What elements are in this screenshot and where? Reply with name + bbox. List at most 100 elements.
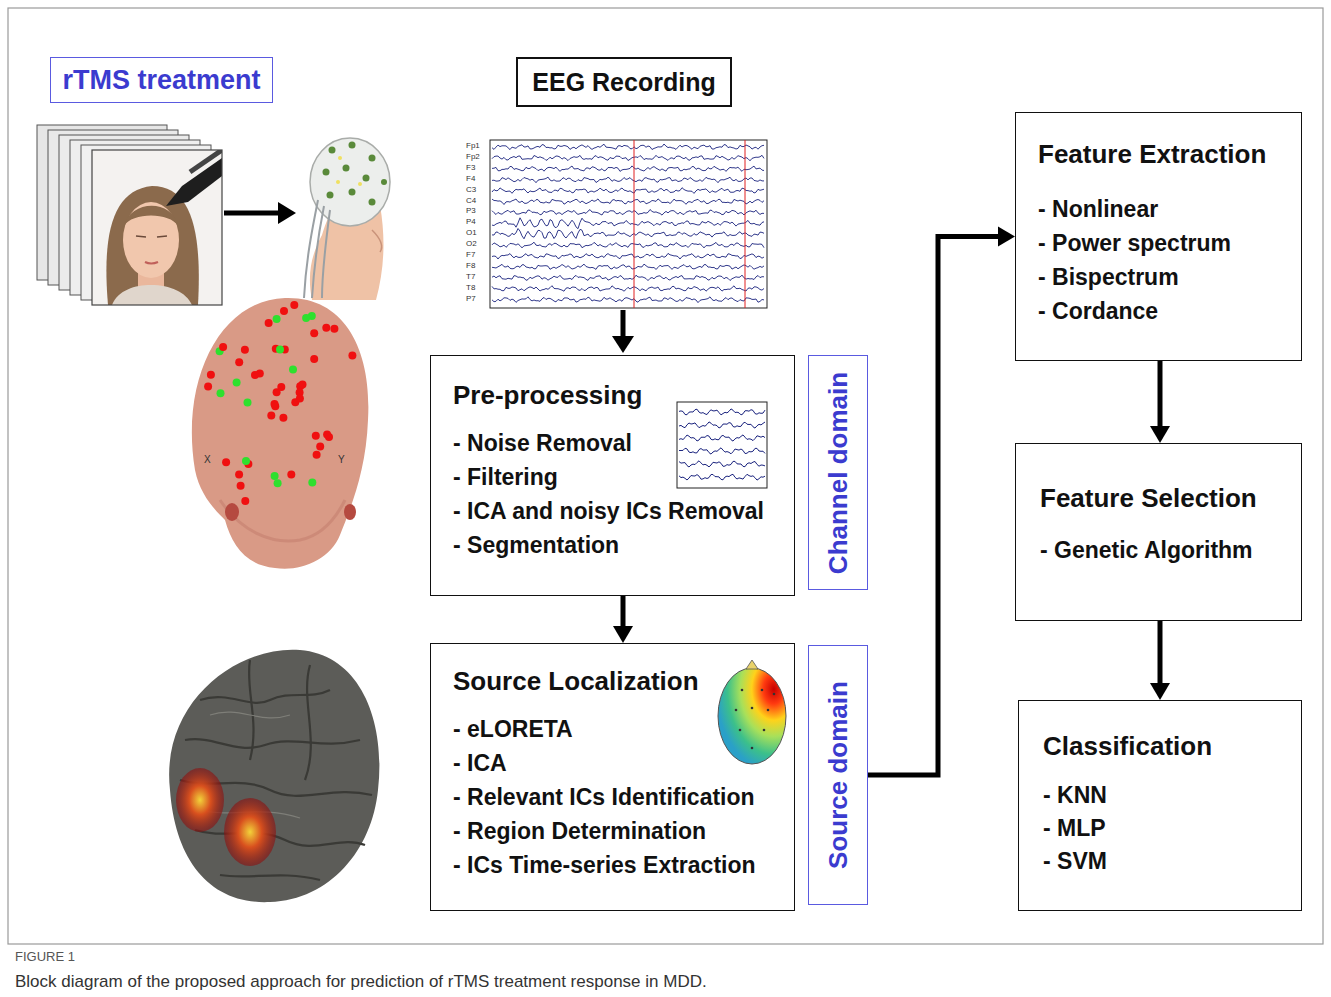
box-heading: Feature Selection — [1040, 481, 1257, 515]
text-row: - eLORETA — [453, 712, 794, 746]
head-electrode-model-part-part — [235, 470, 243, 478]
figure-frame — [8, 8, 1323, 944]
list-item: - Power spectrum — [1038, 226, 1231, 260]
process-box: Classification- KNN- MLP- SVM — [1018, 700, 1302, 911]
channel-label: O1 — [466, 229, 477, 237]
domain-tag: Channel domain — [808, 355, 868, 590]
eeg-trace-plot-part-part — [492, 297, 764, 303]
preprocessed-trace-inset-part-part — [679, 422, 765, 428]
channel-label: C3 — [466, 186, 476, 194]
head-electrode-model-part-part — [219, 343, 227, 351]
head-electrode-model-part-part — [235, 358, 243, 366]
scalp-topomap-inset-part — [718, 668, 786, 764]
scalp-topomap-inset-part-part — [773, 693, 776, 696]
axis-label: Y — [338, 455, 345, 465]
list-item: - Cordance — [1038, 294, 1158, 328]
head-electrode-model-part-part — [299, 380, 307, 388]
list-item: - Noise Removal — [453, 426, 632, 460]
list-item: - KNN — [1043, 779, 1107, 812]
eeg-trace-plot-part-part — [492, 188, 764, 194]
brain-source-map-part-part — [249, 660, 311, 780]
list-item: - ICA and noisy ICs Removal — [453, 494, 764, 528]
preprocessed-trace-inset-part-part — [679, 461, 765, 467]
eeg-cap-head-part-part — [369, 155, 376, 162]
flow-arrow — [612, 310, 634, 353]
photo-stack-part-part — [145, 262, 158, 264]
head-electrode-model-part-part — [276, 346, 284, 354]
scalp-topomap-inset-part-part — [751, 707, 754, 710]
box-heading: Source Localization — [453, 664, 699, 698]
head-electrode-model-part-part — [312, 432, 320, 440]
eeg-trace-plot-part-part — [492, 166, 764, 172]
photo-stack-part — [92, 150, 222, 305]
list-item: - Nonlinear — [1038, 192, 1158, 226]
domain-label: Channel domain — [823, 371, 854, 573]
brain-source-map-part-part — [200, 690, 330, 703]
head-electrode-model-part-part — [310, 329, 318, 337]
brain-source-map-part-part — [220, 875, 320, 880]
eeg-trace-plot-part-part — [492, 144, 764, 150]
head-electrode-model-part-part — [207, 371, 215, 379]
head-electrode-model-part-part — [323, 431, 331, 439]
photo-stack-part-part — [190, 150, 222, 172]
flow-arrow-part — [621, 310, 626, 338]
photo-stack — [37, 125, 222, 308]
text-row: - Genetic Algorithm — [1040, 533, 1301, 567]
channel-label: P4 — [466, 218, 476, 226]
eeg-cap-head-part-part — [338, 156, 342, 160]
eeg-cap-head-part-part — [336, 180, 340, 184]
flow-line — [868, 237, 1000, 776]
text-row: - ICA and noisy ICs Removal — [453, 494, 794, 528]
eeg-trace-plot-part-part — [492, 177, 764, 183]
list-item: - ICs Time-series Extraction — [453, 848, 756, 882]
photo-stack-part-part — [112, 285, 192, 305]
title-tag: EEG Recording — [516, 57, 732, 107]
head-electrode-model-part-part — [271, 472, 279, 480]
text-row: Pre-processing — [453, 378, 794, 426]
text-row: - Filtering — [453, 460, 794, 494]
eeg-trace-plot-part — [634, 140, 635, 308]
process-box: Feature Extraction- Nonlinear- Power spe… — [1015, 112, 1302, 361]
brain-source-map-part — [180, 660, 372, 880]
list-item: - MLP — [1043, 812, 1106, 845]
list-item: - eLORETA — [453, 712, 573, 746]
box-heading: Pre-processing — [453, 378, 642, 412]
channel-label: T7 — [466, 273, 475, 281]
eeg-cap-head-part-part — [327, 192, 334, 199]
head-electrode-model-part-part — [316, 443, 324, 451]
head-electrode-model-part-part — [244, 399, 252, 407]
head-electrode-model-part-part — [279, 414, 287, 422]
arrow-head — [613, 626, 633, 643]
eeg-cap-head-part-part — [343, 165, 350, 172]
photo-stack-part-part — [123, 202, 179, 278]
scalp-topomap-inset-part-part — [761, 689, 764, 692]
figure-caption: Block diagram of the proposed approach f… — [15, 972, 707, 992]
axis-label: X — [204, 455, 211, 465]
channel-label: Fp1 — [466, 142, 480, 150]
channel-label: O2 — [466, 240, 477, 248]
eeg-cap-head-part-part — [323, 169, 330, 176]
text-row: - Cordance — [1038, 294, 1301, 328]
eeg-cap-head-part — [336, 156, 362, 186]
flow-line — [1158, 361, 1163, 428]
illustration-arrow-part — [224, 211, 280, 216]
text-row: - Noise Removal — [453, 426, 794, 460]
text-row: - Segmentation — [453, 528, 794, 562]
eeg-trace-plot-part-part — [492, 218, 764, 229]
head-electrode-model-part-part — [233, 379, 241, 387]
brain-source-map-part-part — [210, 712, 290, 718]
brain-source-map-part-part — [195, 830, 365, 846]
scalp-topomap-inset-part-part — [751, 747, 754, 750]
head-electrode-model-part-part — [296, 395, 304, 403]
arrow-head — [1150, 426, 1170, 443]
list-item: - Bispectrum — [1038, 260, 1179, 294]
scalp-topomap-inset — [718, 660, 786, 764]
text-row: - ICs Time-series Extraction — [453, 848, 794, 882]
brain-source-map-part — [169, 650, 379, 902]
channel-label: F3 — [466, 164, 475, 172]
head-electrode-model-part-part — [302, 314, 310, 322]
head-electrode-model-part — [204, 301, 356, 505]
eeg-trace-plot — [490, 140, 767, 308]
head-electrode-model-part-part — [322, 324, 330, 332]
text-row: - Bispectrum — [1038, 260, 1301, 294]
